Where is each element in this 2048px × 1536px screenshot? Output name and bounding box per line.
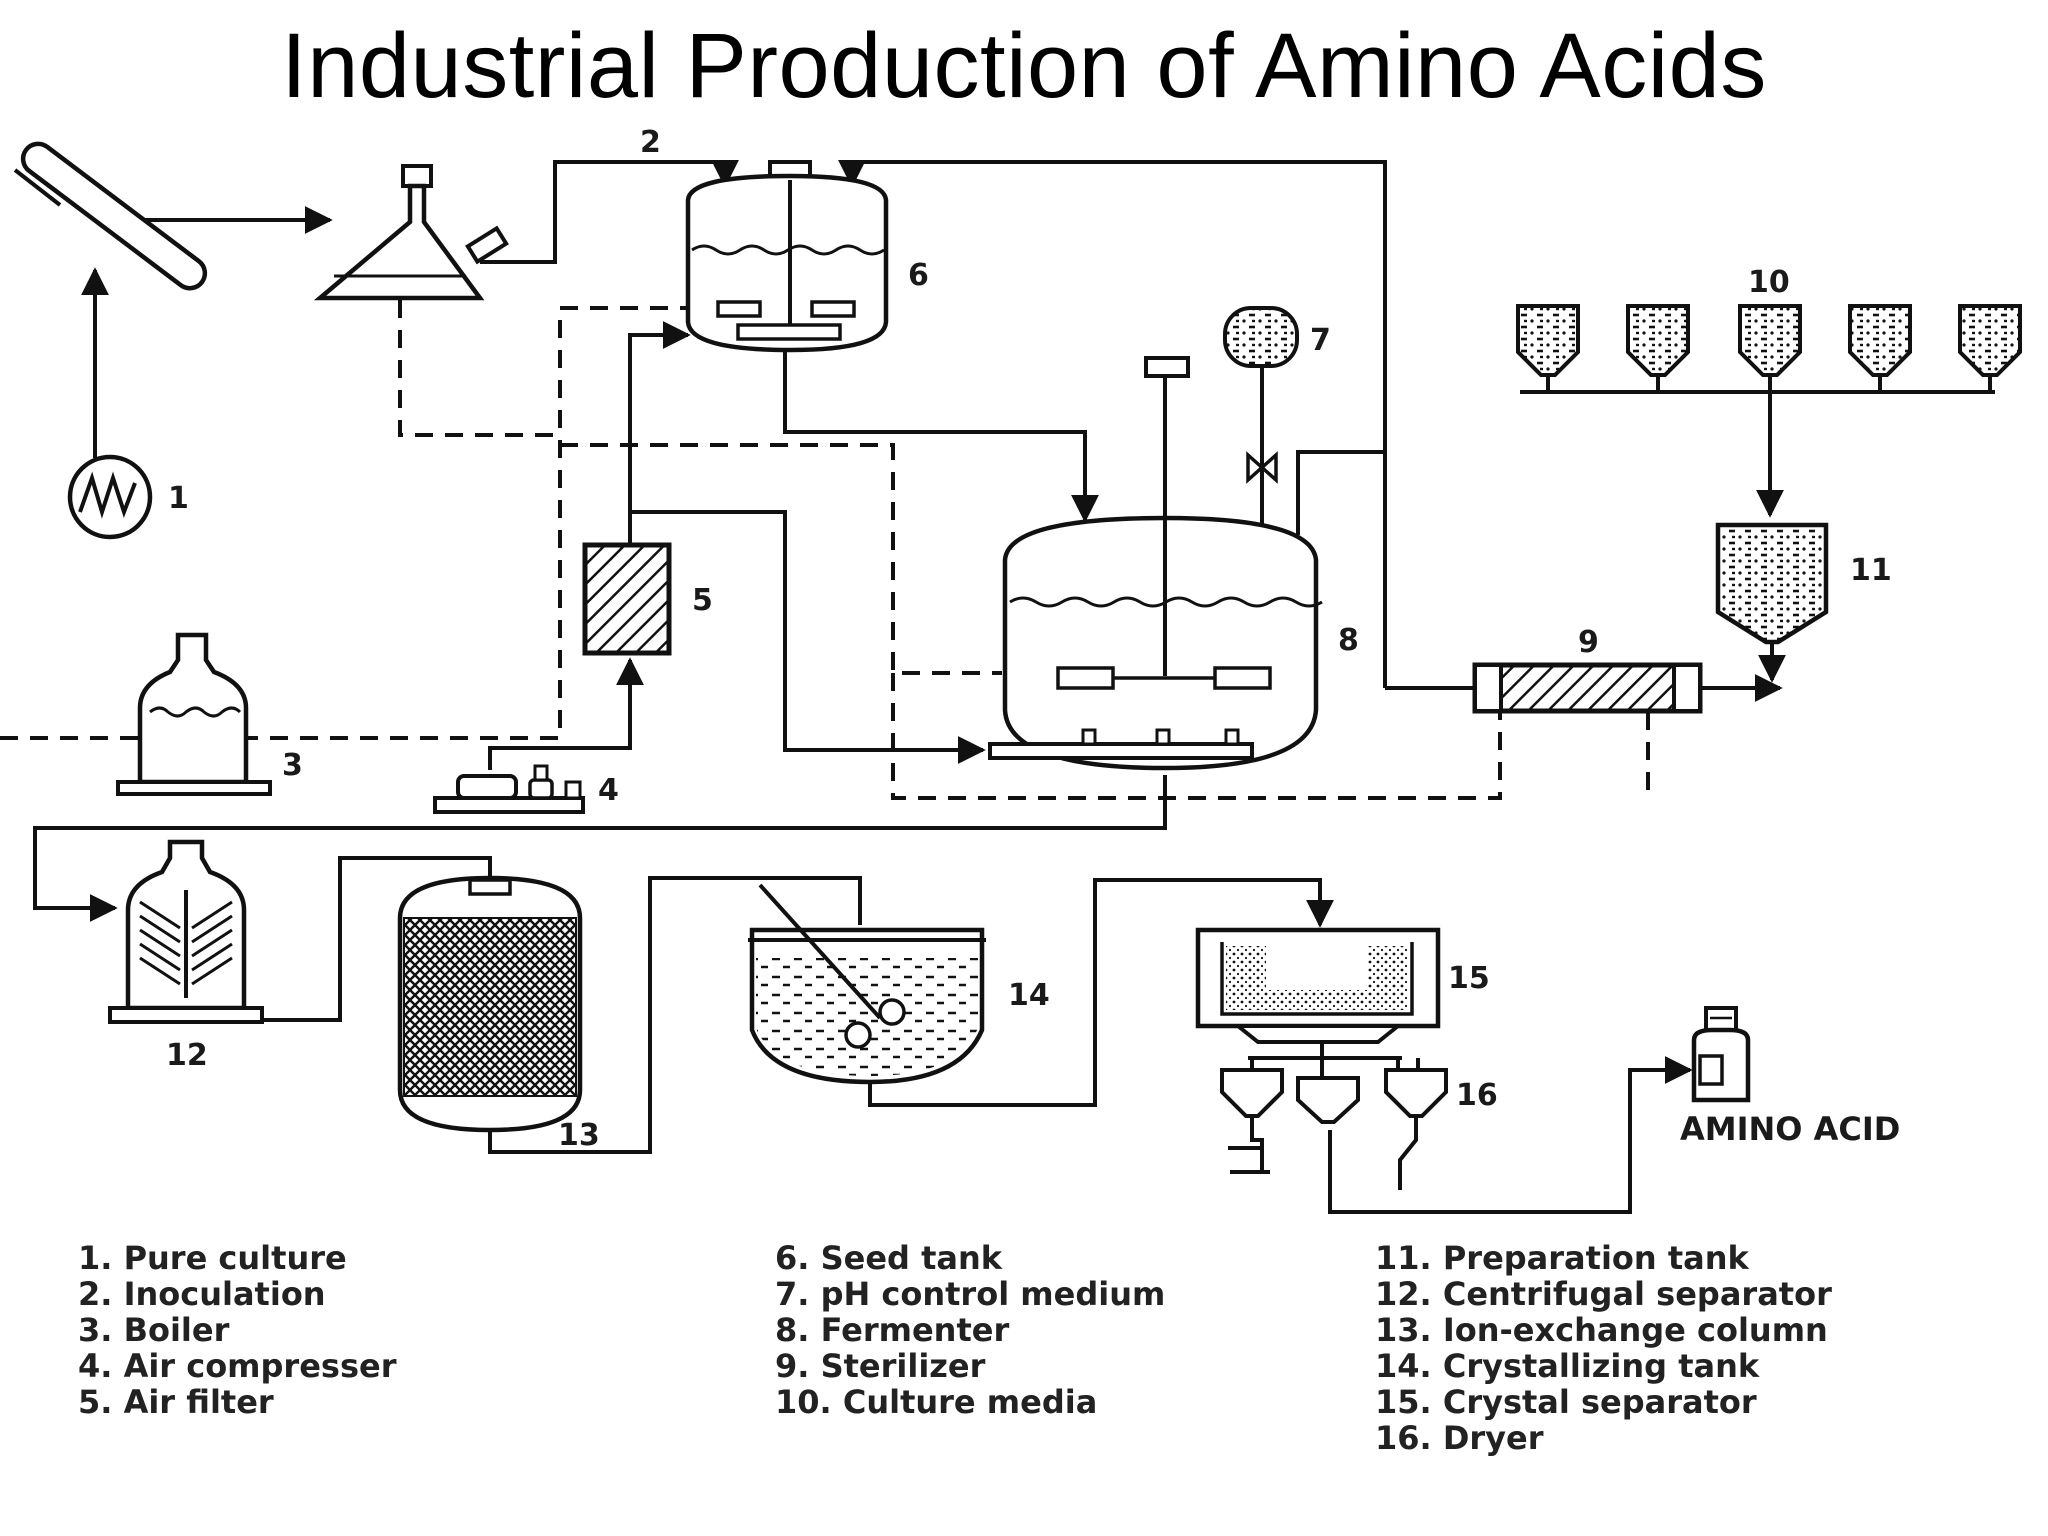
air-filter [582, 542, 672, 656]
pipe-compressor-to-filter [488, 657, 644, 770]
product-label: AMINO ACID [1680, 1110, 1900, 1148]
pure-culture-heater [67, 454, 153, 540]
label-13: 13 [558, 1118, 600, 1153]
legend-item: 3. Boiler [78, 1311, 230, 1349]
steam-lines [0, 300, 1650, 800]
label-6: 6 [908, 258, 929, 293]
pipe-media-return [838, 159, 1387, 688]
culture-tube [13, 141, 208, 291]
legend-item: 7. pH control medium [775, 1275, 1166, 1313]
crystal-separator [1195, 927, 1441, 1078]
pipe-dryer-to-product [1328, 1056, 1693, 1214]
legend-item: 1. Pure culture [78, 1239, 347, 1277]
label-1: 1 [168, 481, 189, 516]
legend-column-2: 6. Seed tank 7. pH control medium 8. Fer… [775, 1240, 1165, 1420]
legend-item: 5. Air filter [78, 1383, 274, 1421]
culture-media-tanks [1516, 304, 2022, 377]
legend-item: 11. Preparation tank [1375, 1239, 1749, 1277]
label-15: 15 [1448, 961, 1490, 996]
pipe-seed-to-fermenter [783, 345, 1099, 523]
legend-column-3: 11. Preparation tank 12. Centrifugal sep… [1375, 1240, 1832, 1456]
equipment-labels: 1 2 3 4 5 6 7 8 9 10 11 12 13 14 15 16 A… [166, 125, 1900, 1153]
legend-item: 14. Crystallizing tank [1375, 1347, 1760, 1385]
legend-item: 9. Sterilizer [775, 1347, 986, 1385]
fermenter [988, 356, 1323, 771]
centrifugal-separator [108, 839, 264, 1024]
pipe-centrifuge-to-column [262, 856, 492, 1022]
air-compressor [433, 764, 585, 814]
dryer [1220, 1058, 1448, 1190]
ph-control-vessel [1223, 306, 1299, 484]
label-8: 8 [1338, 623, 1359, 658]
legend-item: 10. Culture media [775, 1383, 1098, 1421]
label-3: 3 [282, 748, 303, 783]
legend-item: 4. Air compresser [78, 1347, 397, 1385]
label-5: 5 [692, 583, 713, 618]
legend-item: 8. Fermenter [775, 1311, 1010, 1349]
pipe-fermenter-to-centrifuge [33, 775, 1167, 922]
page-title: Industrial Production of Amino Acids [281, 15, 1767, 117]
boiler [116, 632, 272, 796]
pipe-inoculation [480, 159, 739, 264]
label-4: 4 [598, 773, 619, 808]
legend-item: 2. Inoculation [78, 1275, 326, 1313]
legend-item: 15. Crystal separator [1375, 1383, 1757, 1421]
legend-column-1: 1. Pure culture 2. Inoculation 3. Boiler… [78, 1240, 396, 1420]
pipe-air-to-seed [628, 321, 691, 545]
label-9: 9 [1578, 625, 1599, 660]
legend-item: 12. Centrifugal separator [1375, 1275, 1832, 1313]
pipe-column-to-crystallizer [488, 876, 862, 1154]
seed-tank [685, 160, 889, 353]
inoculation-flask [313, 164, 509, 301]
sterilizer [1472, 662, 1703, 714]
label-12: 12 [166, 1038, 208, 1073]
label-16: 16 [1456, 1078, 1498, 1113]
solid-pipes [33, 159, 1995, 1214]
pipe-air-to-fermenter [630, 510, 986, 764]
label-11: 11 [1850, 553, 1892, 588]
preparation-tank [1715, 522, 1829, 683]
pipe-crystallizer-to-separator [868, 878, 1334, 1107]
label-14: 14 [1008, 978, 1050, 1013]
label-7: 7 [1310, 323, 1331, 358]
legend-item: 6. Seed tank [775, 1239, 1003, 1277]
legend-item: 16. Dryer [1375, 1419, 1544, 1457]
pipe-fermenter-vent [1296, 450, 1385, 535]
label-2: 2 [640, 125, 661, 160]
label-10: 10 [1748, 265, 1790, 300]
crystallizing-tank [748, 883, 986, 1085]
amino-acid-bottle [1691, 1006, 1751, 1103]
ion-exchange-column [397, 875, 583, 1133]
legend-item: 13. Ion-exchange column [1375, 1311, 1828, 1349]
